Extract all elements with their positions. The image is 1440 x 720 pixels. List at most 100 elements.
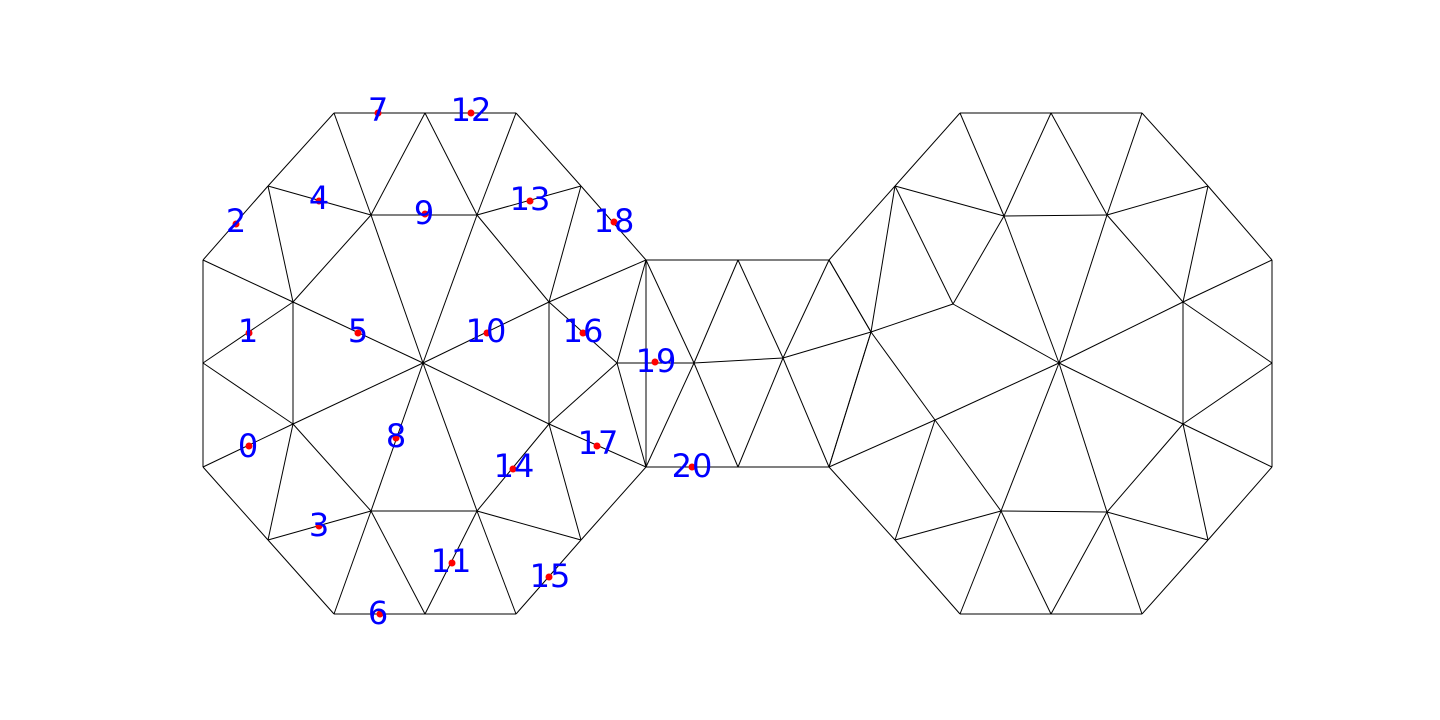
left-mesh-edge [476,214,550,303]
node-label-5: 5 [348,312,368,350]
right-mesh-edge [1182,301,1273,364]
right-mesh-edge [1003,214,1108,217]
right-mesh-edge [828,331,872,468]
node-marker-13 [526,197,534,205]
left-mesh-edge [616,259,647,364]
right-mesh-edge [870,185,896,333]
left-mesh-edge [292,362,424,425]
right-mesh-edge [1106,214,1184,303]
left-mesh-edge [422,214,478,364]
node-marker-5 [354,329,362,337]
node-label-1: 1 [238,312,258,350]
right-mesh-edge [1106,511,1209,541]
bridge-mesh-edge [693,357,784,364]
right-mesh-edge [1106,112,1143,216]
right-mesh-edge [1000,362,1060,512]
left-mesh-edge [333,112,372,216]
right-mesh-edge [828,259,872,333]
left-mesh-edge [476,510,517,615]
left-mesh-edge [476,112,517,216]
node-label-15: 15 [530,557,571,595]
bridge-mesh-edge [737,259,784,359]
right-mesh-edge [1003,112,1052,217]
node-marker-8 [392,434,400,442]
bridge-mesh-edge [693,362,739,468]
node-marker-2 [232,220,240,228]
right-mesh-edge [894,112,961,187]
node-marker-4 [315,197,323,205]
left-mesh-edge [548,362,618,425]
left-mesh-edge [616,362,647,468]
right-mesh-edge [870,331,936,421]
right-mesh-edge [1058,362,1184,425]
left-mesh-edge [267,185,294,303]
node-label-6: 6 [368,594,388,632]
node-label-0: 0 [238,427,258,465]
node-label-17: 17 [578,424,619,462]
right-mesh-edge [1050,112,1108,216]
left-mesh-edge [370,510,426,615]
right-mesh-edge [1182,423,1273,468]
left-mesh-edge [422,362,550,425]
node-label-12: 12 [451,91,492,129]
right-mesh-edge [959,510,1002,615]
right-mesh-edge [959,112,1005,217]
node-marker-7 [374,109,382,117]
edge-midpoint-markers [232,109,696,618]
bridge-mesh-edge [693,259,739,364]
left-mesh-edge [370,214,424,364]
right-mesh-edge [1182,423,1209,541]
right-mesh-edge [1207,466,1273,541]
node-marker-3 [315,522,323,530]
left-mesh-edge [333,510,372,615]
right-mesh-edge [894,185,1005,217]
node-marker-15 [545,573,553,581]
right-mesh-edge [1106,423,1184,513]
bridge-mesh-edge [737,357,784,468]
left-mesh-edge [548,259,647,303]
node-label-16: 16 [563,312,604,350]
left-mesh-edge [267,112,335,187]
node-label-20: 20 [672,447,713,485]
left-mesh-edge [424,112,478,216]
left-mesh-edge [267,423,294,541]
left-mesh-edge [548,423,582,541]
left-mesh-edge [202,259,294,303]
node-marker-10 [483,329,491,337]
right-mesh-edge [1003,215,1060,364]
right-mesh-edge [1058,362,1108,513]
node-marker-18 [610,218,618,226]
left-mesh-edge [476,510,582,541]
right-mesh-edge [894,419,936,541]
node-marker-0 [245,442,253,450]
left-mesh-edge [548,185,582,303]
node-marker-14 [509,465,517,473]
right-mesh-edge [952,303,1060,364]
node-label-2: 2 [226,202,246,240]
right-mesh-edge [1050,511,1108,615]
node-label-7: 7 [368,91,388,129]
left-mesh-edge [292,214,372,303]
right-mesh-edge [1141,539,1209,615]
node-label-11: 11 [431,542,472,580]
bridge-mesh-edge [645,362,695,468]
node-label-10: 10 [466,312,507,350]
left-mesh-edge [202,362,294,425]
bridge-mesh-edge [782,331,872,359]
right-mesh-edge [1141,112,1209,187]
node-marker-11 [448,559,456,567]
bridge-mesh-edge [645,259,695,364]
right-mesh-edge [828,185,896,261]
right-mesh-edge [1058,214,1108,364]
left-mesh-edge [422,362,478,512]
right-mesh-edge [1207,185,1273,261]
right-mesh-edge [828,419,936,468]
node-marker-20 [688,463,696,471]
right-mesh-edge [1000,510,1052,615]
right-mesh-edge [1182,185,1209,303]
node-label-4: 4 [309,179,329,217]
right-mesh-edge [828,466,896,541]
right-mesh-edge [1058,301,1184,364]
right-mesh-edge [934,419,1002,512]
